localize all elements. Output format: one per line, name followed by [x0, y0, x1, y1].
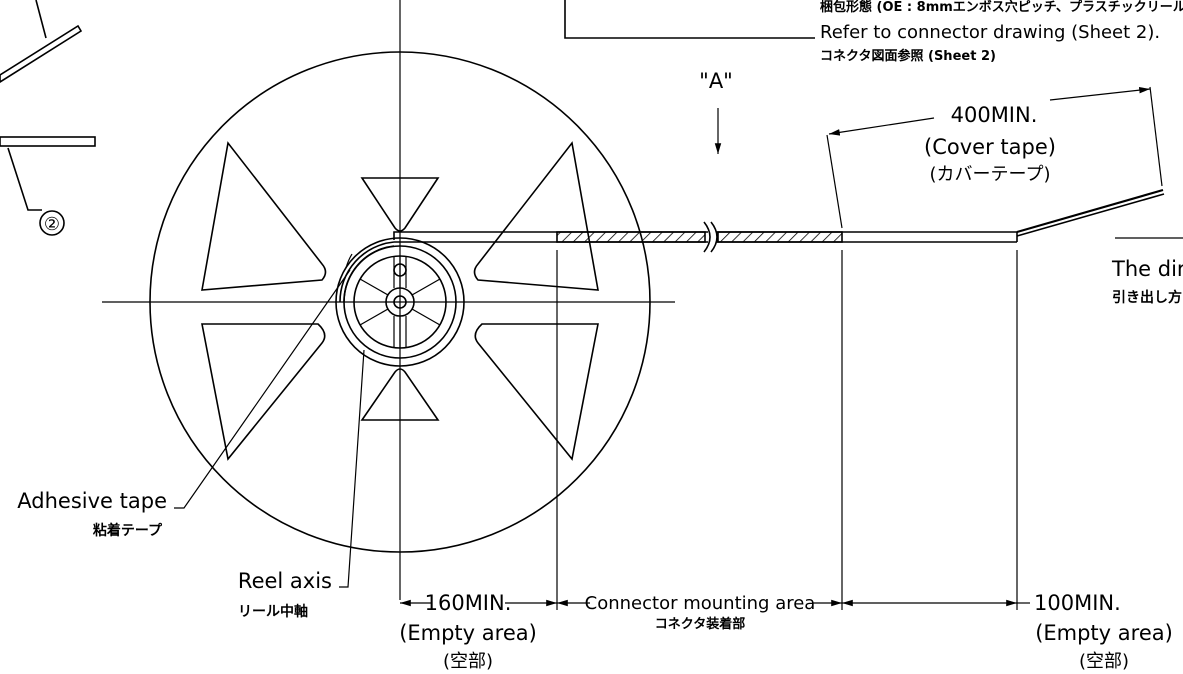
adhesive-tape-callout: Adhesive tape 粘着テープ: [17, 253, 353, 539]
view-a-indicator: "A": [699, 69, 733, 154]
reel-window: [473, 141, 599, 291]
reel-axis-label-jp: リール中軸: [238, 603, 308, 620]
extension-lines: [556, 250, 1018, 610]
reel-window: [201, 323, 326, 461]
direction-note: The dir 引き出し方: [1111, 237, 1183, 306]
top-note-line3: コネクタ図面参照 (Sheet 2): [820, 48, 996, 64]
reel-axis-callout: Reel axis リール中軸: [238, 349, 365, 620]
empty-left-label-jp: (空部): [443, 651, 493, 672]
cover-tape-label-jp: (カバーテープ): [930, 164, 1051, 185]
mounting-hatch-right: [717, 231, 843, 243]
cover-tape-label-en: (Cover tape): [924, 135, 1056, 159]
reel-flange: [149, 51, 651, 553]
cover-tape-dim-value: 400MIN.: [951, 103, 1038, 127]
direction-note-en: The dir: [1111, 257, 1183, 281]
empty-right-label-jp: (空部): [1079, 651, 1129, 672]
mounting-area-label-jp: コネクタ装着部: [655, 616, 745, 632]
break-mark: [703, 221, 711, 253]
direction-note-jp: 引き出し方: [1112, 289, 1182, 306]
mounting-area-label-en: Connector mounting area: [585, 593, 816, 614]
top-note-line2: Refer to connector drawing (Sheet 2).: [820, 22, 1160, 43]
empty-left-label-en: (Empty area): [399, 621, 537, 645]
reel-axis-label-en: Reel axis: [238, 569, 332, 593]
adhesive-tape-label-jp: 粘着テープ: [93, 522, 163, 539]
top-note: 梱包形態 (OE : 8mmエンボス穴ピッチ、プラスチックリール Refer t…: [564, 0, 1183, 64]
cover-tape-dimension: 400MIN. (Cover tape) (カバーテープ): [826, 86, 1163, 229]
circle-callout-number: ②: [44, 214, 60, 235]
reel-window: [360, 177, 440, 232]
reel-hub: [335, 237, 465, 367]
cover-tape-peeled: [1016, 188, 1164, 234]
view-a-label: "A": [699, 69, 733, 93]
adhesive-tape-label-en: Adhesive tape: [17, 489, 167, 513]
circle-callout-ring: [39, 210, 65, 236]
reel-window: [474, 323, 599, 461]
empty-right-label-en: (Empty area): [1035, 621, 1173, 645]
mounting-hatch-left: [556, 231, 706, 243]
reel: [102, 0, 675, 600]
bottom-dimension-row: 160MIN. Connector mounting area 100MIN. …: [399, 591, 1173, 672]
carrier-tape: [393, 188, 1165, 253]
reel-window: [201, 141, 327, 291]
empty-left-dim-value: 160MIN.: [425, 591, 512, 615]
reel-windows: [201, 141, 599, 461]
reel-window: [360, 368, 440, 421]
top-left-fragments: ②: [0, 0, 96, 236]
empty-right-dim-value: 100MIN.: [1034, 591, 1121, 615]
top-note-line1: 梱包形態 (OE : 8mmエンボス穴ピッチ、プラスチックリール: [820, 0, 1183, 15]
